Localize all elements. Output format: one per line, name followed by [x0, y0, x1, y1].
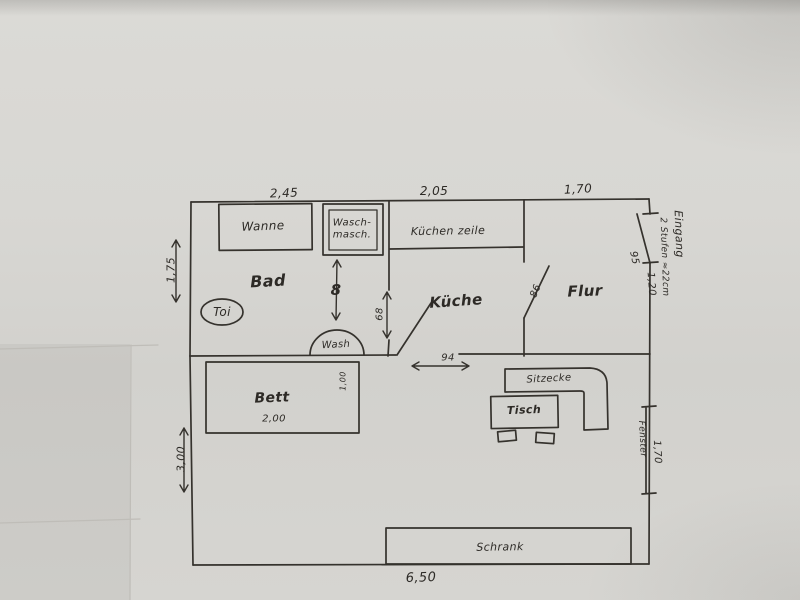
- bett-outline: [205, 361, 360, 434]
- window-tick-bottom: [641, 492, 657, 495]
- dim-right-window: 1,70: [650, 439, 664, 465]
- fenster-label: Fenster: [636, 420, 648, 458]
- room-kueche-label: Küche: [428, 290, 484, 312]
- chair-right-outline: [534, 431, 556, 445]
- entry-door-tick-top: [642, 212, 659, 215]
- chair-left-outline: [496, 429, 518, 443]
- dim-bett-width: 2,00: [262, 413, 286, 425]
- dim-opening-living: 94: [441, 352, 455, 364]
- washbasin-arc: [309, 329, 365, 356]
- wall-left-upper: [189, 201, 192, 357]
- flur-door-swing: [523, 265, 550, 319]
- room-bad-label: Bad: [249, 270, 287, 292]
- wall-bad-kueche-lower: [387, 339, 390, 357]
- door-symbol-arrow: [331, 259, 342, 321]
- sitzecke-label: Sitzecke: [526, 372, 572, 386]
- sitzecke-outline: [504, 367, 609, 431]
- wanne-label: Wanne: [241, 218, 285, 234]
- waschmaschine-outer: [322, 203, 384, 256]
- wall-right-upper: [648, 198, 651, 215]
- opening-living-arrow: [411, 361, 470, 371]
- kuechenzeile-label: Küchen zeile: [410, 223, 486, 239]
- window-tick-top: [641, 405, 657, 408]
- waschmaschine-label-line2: masch.: [332, 229, 372, 240]
- wall-top: [190, 198, 650, 203]
- dim-left-upper: 1,75: [164, 256, 178, 284]
- dim-opening-bad: 68: [374, 307, 386, 321]
- wall-right-lower: [648, 262, 651, 565]
- dim-top-bad: 2,45: [269, 185, 299, 201]
- toilet-outline: [200, 298, 244, 326]
- living-door-swing: [396, 302, 432, 356]
- door-symbol-label: 8: [330, 281, 342, 299]
- dim-top-kueche: 2,05: [419, 184, 449, 198]
- schrank-label: Schrank: [476, 540, 524, 554]
- wanne-outline: [217, 202, 314, 252]
- waschmaschine-label: Wasch- masch.: [333, 218, 372, 241]
- dim-left-lower: 3,00: [174, 445, 188, 473]
- opening-bad-arrow: [382, 291, 392, 339]
- waschmaschine-inner: [328, 209, 378, 251]
- tisch-outline: [489, 394, 560, 430]
- wall-middle-left: [189, 354, 397, 357]
- dim-bottom: 6,50: [405, 569, 437, 587]
- paper-creases: [0, 344, 159, 600]
- dim-bett-depth: 1,00: [338, 371, 348, 391]
- wash-label: Wash: [321, 338, 351, 352]
- entry-door-swing: [636, 213, 651, 264]
- dim-entry-width: 1,20: [644, 271, 658, 297]
- entry-door-tick-bottom: [642, 261, 659, 264]
- dim-left-lower-arrow: [179, 427, 189, 493]
- crease-middle: [0, 344, 159, 350]
- schrank-outline: [385, 527, 632, 565]
- dim-left-upper-arrow: [171, 239, 181, 303]
- eingang-label: Eingang: [671, 210, 687, 258]
- crease-lower: [0, 518, 141, 524]
- paper-edge-line: [129, 344, 132, 600]
- waschmaschine-label-line1: Wasch-: [332, 217, 372, 229]
- toi-label: Toi: [213, 305, 231, 319]
- room-flur-label: Flur: [567, 281, 603, 301]
- dim-top-flur: 1,70: [563, 181, 593, 197]
- wall-left-lower: [189, 355, 194, 566]
- bett-label: Bett: [254, 389, 290, 407]
- tisch-label: Tisch: [506, 402, 542, 418]
- kitchen-counter-line: [389, 246, 524, 250]
